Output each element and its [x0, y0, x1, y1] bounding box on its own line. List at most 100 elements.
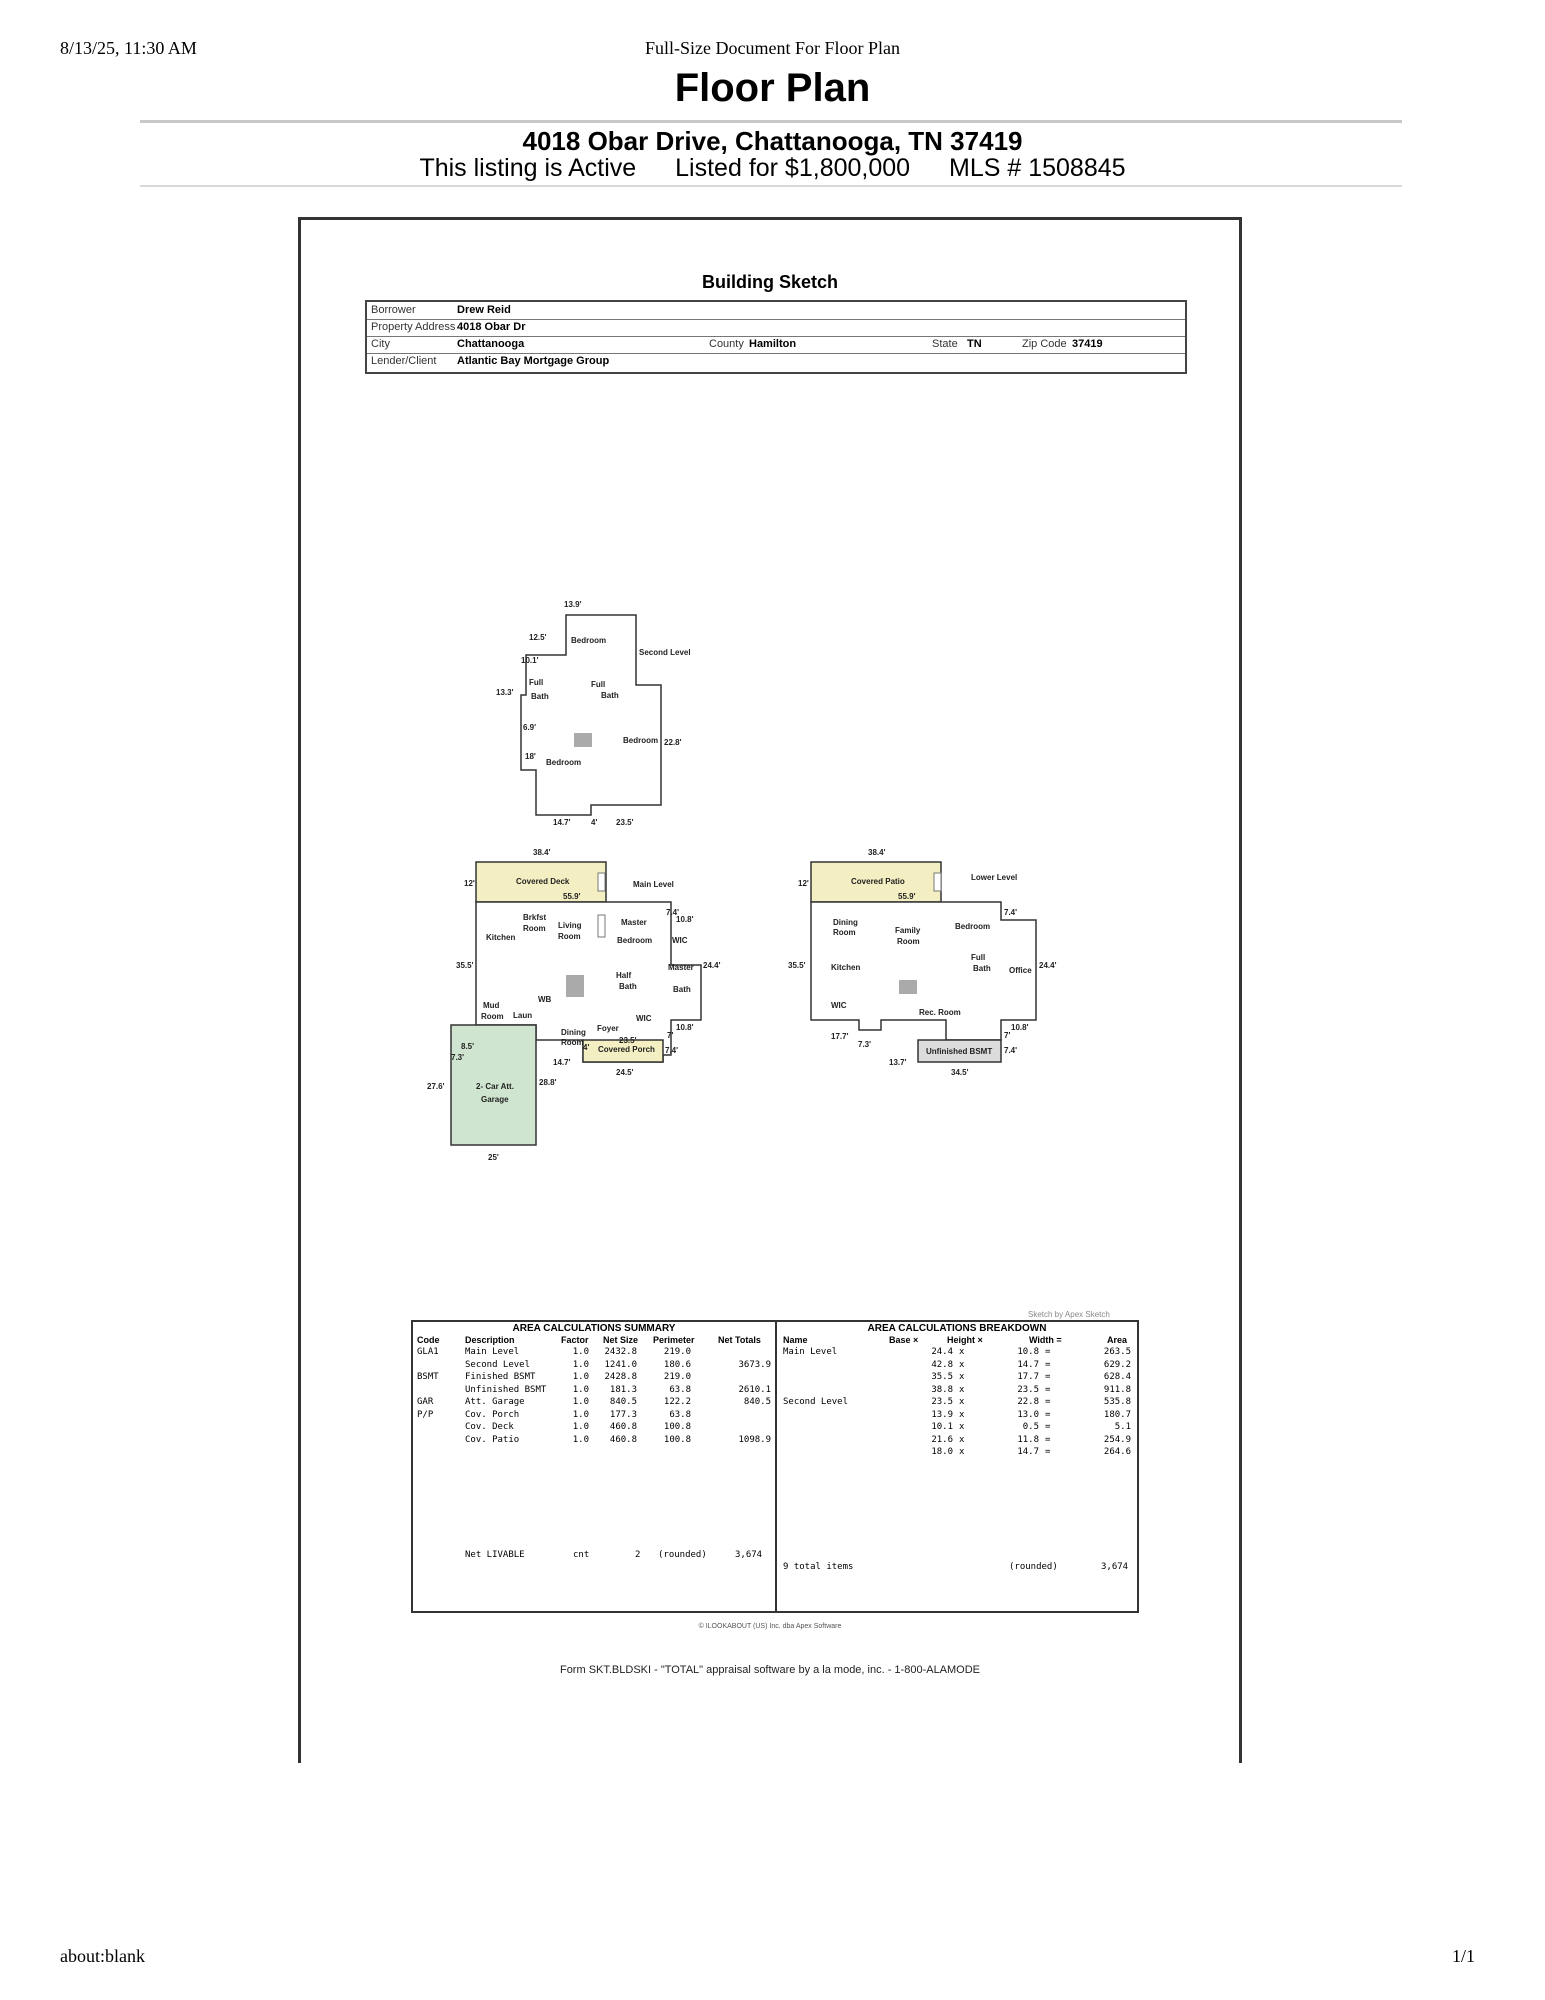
breakdown-cell: 17.7	[1017, 1372, 1039, 1382]
breakdown-cell: =	[1045, 1447, 1051, 1457]
summary-cell: Cov. Porch	[465, 1409, 520, 1420]
dimension-label: 38.4'	[533, 848, 551, 857]
room-label: Covered Porch	[598, 1045, 655, 1054]
borrower-value: Drew Reid	[457, 304, 511, 316]
room-label: Full	[971, 953, 985, 962]
info-row-borrower: Borrower Drew Reid	[367, 302, 1185, 320]
area-summary: AREA CALCULATIONS SUMMARY Code Descripti…	[413, 1322, 777, 1611]
dimension-label: 34.5'	[951, 1068, 969, 1077]
breakdown-cell: 5.1	[1114, 1422, 1131, 1432]
summary-cell: 100.8	[663, 1434, 691, 1445]
breakdown-cell: 14.7	[1017, 1447, 1039, 1457]
dimension-label: 17.7'	[831, 1032, 849, 1041]
breakdown-cell: x	[959, 1434, 965, 1445]
room-label: Bath	[673, 985, 691, 994]
level-label: Lower Level	[971, 873, 1017, 882]
room-label: Mud	[483, 1001, 500, 1010]
print-page-count: 1/1	[1452, 1946, 1476, 1966]
summary-cell: 1.0	[572, 1397, 589, 1407]
listing-status-line: This listing is Active Listed for $1,800…	[0, 154, 1545, 183]
city-value: Chattanooga	[457, 338, 525, 350]
room-label: Bedroom	[617, 936, 652, 945]
breakdown-cell: Main Level	[783, 1347, 838, 1357]
room-label: Unfinished BSMT	[926, 1047, 992, 1056]
listing-mls: MLS # 1508845	[949, 154, 1126, 182]
dimension-label: 12'	[798, 879, 809, 888]
breakdown-cell: x	[959, 1372, 965, 1382]
print-url: about:blank	[60, 1946, 145, 1966]
summary-cell: 180.6	[663, 1359, 691, 1370]
property-info-box: Borrower Drew Reid Property Address 4018…	[365, 300, 1187, 374]
breakdown-cell: =	[1045, 1347, 1051, 1357]
breakdown-cell: x	[959, 1384, 965, 1395]
summary-cell: 1.0	[572, 1347, 589, 1357]
dimension-label: 6.9'	[523, 723, 536, 732]
col-header: Net Totals	[718, 1335, 761, 1345]
zip-value: 37419	[1072, 338, 1103, 350]
dimension-label: 4'	[591, 818, 597, 827]
summary-cell: 1.0	[572, 1409, 589, 1420]
col-header: Width =	[1029, 1335, 1062, 1345]
second-level-plan: Second Level Bedroom Full Bath Full Bath…	[496, 600, 691, 827]
col-header: Net Size	[603, 1335, 639, 1345]
dimension-label: 10.8'	[1011, 1023, 1029, 1032]
summary-cell: 2432.8	[604, 1347, 637, 1357]
breakdown-cell: =	[1045, 1422, 1051, 1432]
breakdown-cell: =	[1045, 1359, 1051, 1370]
room-label: Room	[833, 928, 856, 937]
summary-cell: 460.8	[609, 1422, 637, 1432]
summary-cell: 1.0	[572, 1359, 589, 1370]
breakdown-cell: 10.8	[1017, 1347, 1039, 1357]
room-label: Master	[621, 918, 647, 927]
breakdown-cell: 38.8	[931, 1384, 953, 1395]
room-label: Bath	[531, 692, 549, 701]
room-label: WIC	[831, 1001, 847, 1010]
summary-cell: 1.0	[572, 1372, 589, 1382]
breakdown-cell: 13.9	[931, 1409, 953, 1420]
summary-cell: 63.8	[669, 1384, 691, 1395]
col-header: Code	[417, 1335, 440, 1345]
room-label: Bedroom	[955, 922, 990, 931]
dimension-label: 7.4'	[1004, 1046, 1017, 1055]
summary-cell: 2428.8	[604, 1372, 637, 1382]
summary-cell: BSMT	[417, 1372, 439, 1382]
floor-plan-drawing: Second Level Bedroom Full Bath Full Bath…	[427, 600, 1057, 1162]
building-sketch-document: Building Sketch Borrower Drew Reid Prope…	[298, 217, 1242, 1763]
summary-cell: 1.0	[572, 1384, 589, 1395]
main-level-plan: Main Level Covered Deck Covered Porch 2-…	[427, 848, 721, 1162]
dimension-label: 28.8'	[539, 1078, 557, 1087]
fireplace-icon	[597, 872, 606, 892]
dimension-label: 12'	[464, 879, 475, 888]
room-label: Foyer	[597, 1024, 619, 1033]
summary-cell: 1098.9	[738, 1434, 771, 1445]
room-label: WB	[538, 995, 552, 1004]
dimension-label: 14.7'	[553, 818, 571, 827]
breakdown-cell: 263.5	[1103, 1347, 1131, 1357]
dimension-label: 13.3'	[496, 688, 514, 697]
summary-cell: 122.2	[663, 1397, 691, 1407]
dimension-label: 7.4'	[665, 1046, 678, 1055]
breakdown-cell: 35.5	[931, 1372, 953, 1382]
breakdown-cell: x	[959, 1347, 965, 1357]
room-label: Half	[616, 971, 631, 980]
dimension-label: 7.3'	[451, 1053, 464, 1062]
room-label: Room	[523, 924, 546, 933]
sketch-credit: Sketch by Apex Sketch	[1028, 1310, 1110, 1319]
summary-cell: Cov. Deck	[465, 1422, 514, 1432]
summary-cell: Cov. Patio	[465, 1434, 520, 1445]
county-label: County	[709, 338, 744, 350]
net-livable-rounded: (rounded)	[658, 1550, 707, 1560]
lower-level-plan: Lower Level Covered Patio Unfinished BSM…	[788, 848, 1057, 1077]
lender-value: Atlantic Bay Mortgage Group	[457, 355, 610, 367]
dimension-label: 12.5'	[529, 633, 547, 642]
breakdown-cell: 23.5	[931, 1397, 953, 1407]
dimension-label: 27.6'	[427, 1082, 445, 1091]
summary-cell: Unfinished BSMT	[465, 1384, 547, 1395]
breakdown-cell: =	[1045, 1434, 1051, 1445]
summary-cell: 1241.0	[604, 1359, 637, 1370]
dimension-label: 13.7'	[889, 1058, 907, 1067]
col-header: Base ×	[889, 1335, 919, 1345]
col-header: Description	[465, 1335, 515, 1345]
room-label: Covered Deck	[516, 877, 570, 886]
room-label: Kitchen	[831, 963, 860, 972]
